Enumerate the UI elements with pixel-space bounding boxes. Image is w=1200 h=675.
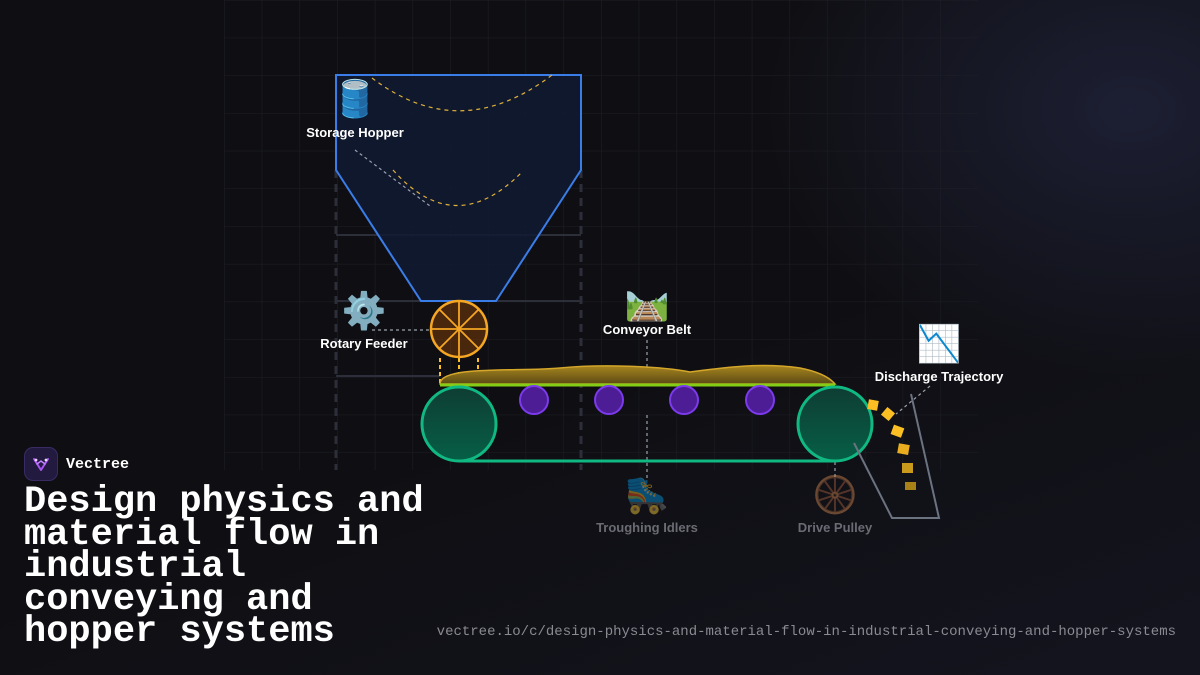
rotary-feeder-shape [429,299,489,359]
storage-hopper-label: Storage Hopper [306,125,404,140]
vectree-logo-icon [24,447,58,481]
page-title: Design physics and material flow in indu… [24,481,424,653]
material-flow-arc-lower [392,169,523,206]
tail-pulley [420,385,498,463]
conveyor-belt-label: Conveyor Belt [602,322,692,337]
head-pulley [796,385,874,463]
wheel-icon: 🛞 [812,475,858,516]
troughing-idlers-label: Troughing Idlers [596,520,698,535]
brand-name: Vectree [66,455,130,473]
material-pile [439,364,837,385]
brand: Vectree [24,447,129,481]
railway-track-icon: 🛤️ [624,282,670,323]
discharge-particles [867,399,916,490]
storage-hopper-shape [335,74,582,302]
rotary-feeder-label: Rotary Feeder [320,336,408,351]
discharge-chute [853,393,941,519]
oil-drum-icon: 🛢️ [332,79,378,120]
material-flow-arc-upper [371,74,553,112]
page-url[interactable]: vectree.io/c/design-physics-and-material… [436,624,1176,640]
chart-decreasing-icon: 📉 [916,324,962,365]
drive-pulley-label: Drive Pulley [797,520,873,535]
gear-icon: ⚙️ [341,291,387,332]
discharge-trajectory-label: Discharge Trajectory [874,369,1004,384]
roller-skate-icon: 🛼 [624,475,670,516]
troughing-idlers-shape [519,385,775,415]
